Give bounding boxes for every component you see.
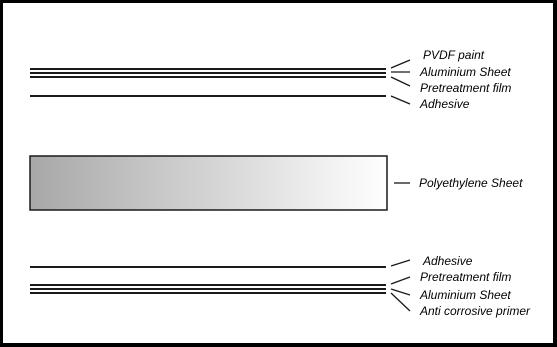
- label-pvdf-paint: PVDF paint: [423, 48, 485, 62]
- label-bottom-aluminium-sheet: Aluminium Sheet: [420, 288, 511, 302]
- leader-bottom-aluminium-sheet: [390, 288, 411, 296]
- leader-anti-corrosive-primer: [390, 292, 411, 312]
- leader-bottom-pretreatment-film: [390, 276, 411, 285]
- leader-bottom-adhesive: [390, 259, 411, 267]
- label-bottom-pretreatment-film: Pretreatment film: [420, 270, 512, 284]
- top-leader-lines: [390, 59, 411, 105]
- label-top-aluminium-sheet: Aluminium Sheet: [420, 65, 511, 79]
- bottom-leader-lines: [390, 259, 411, 312]
- leader-top-adhesive: [390, 95, 411, 105]
- leader-top-pretreatment-film: [390, 76, 411, 87]
- label-bottom-adhesive: Adhesive: [423, 254, 473, 268]
- label-top-pretreatment-film: Pretreatment film: [420, 81, 512, 95]
- label-top-adhesive: Adhesive: [420, 97, 470, 111]
- label-anti-corrosive-primer: Anti corrosive primer: [420, 304, 531, 318]
- leader-pvdf-paint: [390, 59, 411, 69]
- bottom-layer-group: [30, 266, 386, 294]
- label-polyethylene-sheet: Polyethylene Sheet: [419, 176, 523, 190]
- top-layer-group: [30, 68, 386, 97]
- polyethylene-core-sheet: [29, 155, 388, 211]
